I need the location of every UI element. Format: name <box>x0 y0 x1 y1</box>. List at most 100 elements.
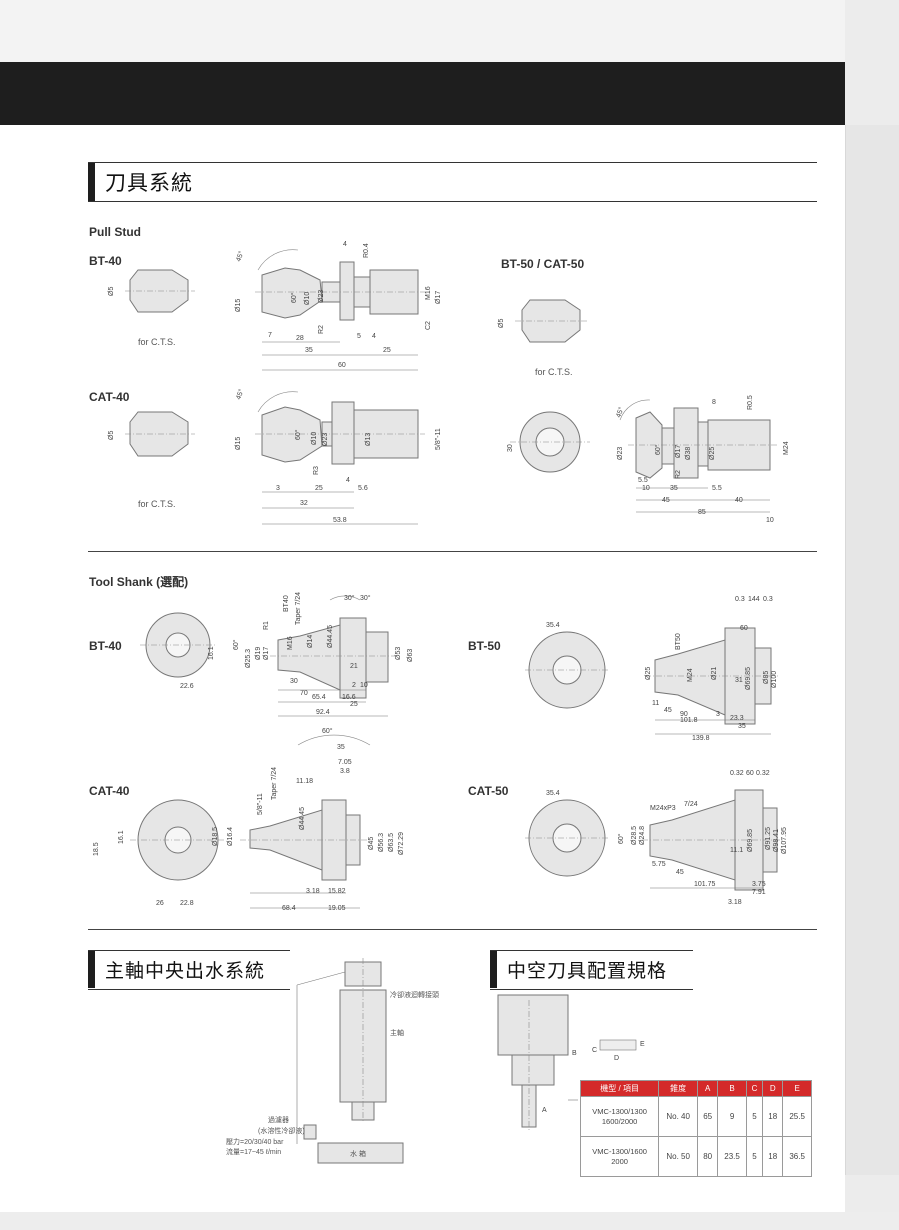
svg-text:60: 60 <box>338 362 346 369</box>
svg-text:Ø44.45: Ø44.45 <box>299 807 306 830</box>
svg-text:45: 45 <box>676 869 684 876</box>
svg-text:22.8: 22.8 <box>180 900 194 907</box>
coolant-label-spindle: 主軸 <box>390 1028 404 1037</box>
svg-text:4: 4 <box>372 333 376 340</box>
svg-text:A: A <box>542 1107 547 1114</box>
hollow-spindle-head <box>497 994 569 1056</box>
svg-text:5/8"-11: 5/8"-11 <box>257 793 264 815</box>
bt50-stud-head <box>635 411 663 479</box>
svg-text:60°: 60° <box>654 444 662 455</box>
section-marker <box>88 163 95 201</box>
table-cell: No. 40 <box>658 1096 699 1137</box>
tool-shank-bt40-label: BT-40 <box>89 639 122 653</box>
svg-text:45: 45 <box>664 707 672 714</box>
top-band <box>0 0 899 62</box>
svg-text:Ø5: Ø5 <box>108 431 115 440</box>
section-tools-header: 刀具系統 <box>88 162 817 202</box>
pull-stud-bt50-note: for C.T.S. <box>535 367 573 377</box>
svg-text:10: 10 <box>766 517 774 524</box>
svg-text:0.32: 0.32 <box>730 770 744 777</box>
svg-text:Ø17: Ø17 <box>435 291 442 304</box>
table-header-e: E <box>782 1080 812 1097</box>
svg-text:BT50: BT50 <box>675 633 682 650</box>
svg-text:R2: R2 <box>675 470 682 479</box>
svg-text:Ø23: Ø23 <box>318 290 325 303</box>
svg-text:R0.5: R0.5 <box>747 395 754 410</box>
svg-text:4: 4 <box>346 477 350 484</box>
svg-text:M24: M24 <box>687 668 694 682</box>
svg-text:D: D <box>614 1055 619 1062</box>
svg-text:M24: M24 <box>783 441 790 455</box>
svg-text:60°: 60° <box>232 639 240 650</box>
svg-text:53.8: 53.8 <box>333 517 347 524</box>
cat40-stud-thread <box>353 409 419 459</box>
svg-text:Ø16.4: Ø16.4 <box>227 827 234 846</box>
svg-text:5.5: 5.5 <box>638 477 648 484</box>
svg-text:Ø69.85: Ø69.85 <box>745 667 752 690</box>
svg-text:2: 2 <box>352 682 356 689</box>
dim-bt40-d5: Ø5 <box>108 287 115 296</box>
pull-stud-bt40-note: for C.T.S. <box>138 337 176 347</box>
svg-text:101.8: 101.8 <box>680 717 698 724</box>
svg-text:R2: R2 <box>318 325 325 334</box>
tool-shank-cat40-label: CAT-40 <box>89 784 130 798</box>
svg-text:0.3: 0.3 <box>735 596 745 603</box>
technical-drawings: Ø5 45° 4 R0.4 Ø15 60° Ø10 Ø23 M16 Ø17 C2… <box>93 241 790 1164</box>
svg-text:19.05: 19.05 <box>328 905 346 912</box>
tool-shank-bt50-label: BT-50 <box>468 639 501 653</box>
svg-text:60°: 60° <box>322 727 333 735</box>
divider-2 <box>88 929 817 930</box>
table-cell: 5 <box>745 1136 764 1177</box>
svg-text:3: 3 <box>276 485 280 492</box>
svg-text:26: 26 <box>156 900 164 907</box>
svg-text:3: 3 <box>716 711 720 718</box>
svg-text:25: 25 <box>350 701 358 708</box>
bt50-stud-collar <box>673 407 699 479</box>
svg-text:Ø10: Ø10 <box>311 432 318 445</box>
pull-stud-cat40-label: CAT-40 <box>89 390 130 404</box>
svg-text:Ø63.5: Ø63.5 <box>388 833 395 852</box>
section-rule <box>88 162 817 202</box>
section-coolant-header: 主軸中央出水系統 <box>88 950 290 990</box>
page-edge <box>845 125 899 1175</box>
svg-text:5: 5 <box>357 333 361 340</box>
svg-text:45°: 45° <box>234 250 245 263</box>
svg-text:Ø98.41: Ø98.41 <box>773 829 780 852</box>
svg-text:11: 11 <box>652 700 659 707</box>
table-header-model: 機型 / 項目 <box>579 1080 660 1097</box>
coolant-label-flow: 流量=17~45 ℓ/min <box>226 1147 281 1156</box>
svg-text:Ø38: Ø38 <box>685 447 692 460</box>
tool-shank-cat50-label: CAT-50 <box>468 784 509 798</box>
coolant-filter <box>303 1124 317 1140</box>
svg-text:Ø25: Ø25 <box>645 667 652 680</box>
svg-text:Ø23: Ø23 <box>322 433 329 446</box>
svg-text:35: 35 <box>337 744 345 751</box>
svg-text:Ø25: Ø25 <box>709 447 716 460</box>
svg-text:5.75: 5.75 <box>652 861 666 868</box>
svg-text:18.5: 18.5 <box>93 842 100 856</box>
svg-text:68.4: 68.4 <box>282 905 296 912</box>
svg-text:35.4: 35.4 <box>546 790 560 797</box>
svg-text:45: 45 <box>662 497 670 504</box>
svg-text:25: 25 <box>383 347 391 354</box>
svg-text:60°: 60° <box>617 833 625 844</box>
pull-stud-bt50-label: BT-50 / CAT-50 <box>501 257 585 271</box>
coolant-label-filter: 過濾器 <box>268 1115 289 1124</box>
svg-text:144: 144 <box>748 596 760 603</box>
svg-text:8: 8 <box>712 399 716 406</box>
table-cell: 65 <box>697 1096 719 1137</box>
svg-text:60°: 60° <box>290 292 298 303</box>
svg-text:M16: M16 <box>425 286 432 300</box>
svg-text:22.6: 22.6 <box>180 683 194 690</box>
svg-text:BT40: BT40 <box>283 595 290 612</box>
svg-text:11.18: 11.18 <box>296 778 313 785</box>
svg-text:Ø19: Ø19 <box>255 647 262 660</box>
table-cell: 9 <box>717 1096 747 1137</box>
svg-text:Ø91.25: Ø91.25 <box>765 827 772 850</box>
svg-text:M16: M16 <box>287 636 294 650</box>
bottom-band <box>0 1212 899 1230</box>
svg-text:40: 40 <box>735 497 743 504</box>
bt50-stud-step <box>697 421 709 467</box>
svg-text:60°: 60° <box>294 429 302 440</box>
coolant-label-rotary: 冷卻液迴轉接頭 <box>390 990 439 999</box>
